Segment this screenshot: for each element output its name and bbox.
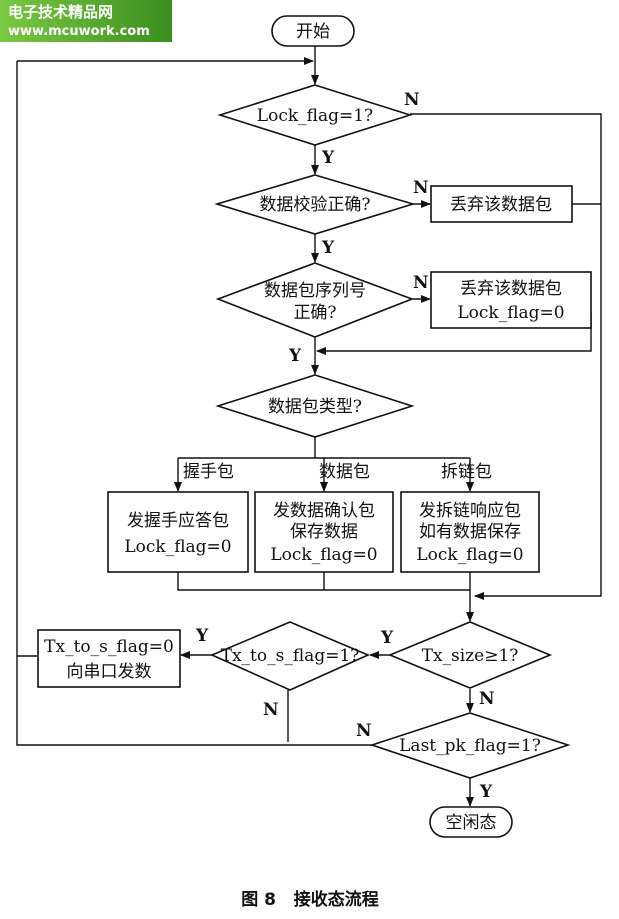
handshake-line2: Lock_flag=0	[124, 537, 231, 557]
serial-send-box: Tx_to_s_flag=0 向串口发数	[37, 629, 181, 688]
figure-caption: 图 8 接收态流程	[241, 889, 379, 910]
data-verify-label: 数据校验正确?	[259, 195, 370, 215]
edge-label-seq-yes: Y	[288, 346, 302, 366]
discard-reset-line2: Lock_flag=0	[457, 303, 564, 323]
serial-send-line2: 向串口发数	[67, 662, 152, 682]
watermark-logo: 电子技术精品网 www.mcuwork.com	[0, 0, 172, 42]
edge-label-lock-no: N	[404, 90, 420, 110]
watermark-line2: www.mcuwork.com	[8, 24, 150, 39]
teardown-line3: Lock_flag=0	[416, 545, 523, 565]
data-packet-line1: 发数据确认包	[273, 501, 375, 521]
edge-label-lastpk-yes: Y	[479, 782, 493, 802]
idle-label: 空闲态	[446, 813, 497, 833]
packet-type-decision: 数据包类型?	[215, 374, 415, 438]
packet-type-label: 数据包类型?	[268, 397, 362, 417]
teardown-line1: 发拆链响应包	[419, 501, 521, 521]
serial-send-line1: Tx_to_s_flag=0	[44, 637, 174, 657]
last-pk-decision: Last_pk_flag=1?	[369, 712, 571, 779]
lock-flag-label: Lock_flag=1?	[257, 106, 373, 126]
edge-label-txsize-no: N	[479, 689, 495, 709]
data-packet-box: 发数据确认包 保存数据 Lock_flag=0	[254, 491, 394, 573]
edge-label-verify-no: N	[413, 178, 429, 198]
last-pk-label: Last_pk_flag=1?	[399, 736, 541, 756]
edge-label-txtos-yes: Y	[195, 626, 209, 646]
discard-reset-box: 丢弃该数据包 Lock_flag=0	[430, 271, 592, 329]
edge-label-txsize-yes: Y	[380, 628, 394, 648]
sequence-check-line1: 数据包序列号	[264, 281, 366, 301]
watermark-line1: 电子技术精品网	[8, 3, 113, 21]
edge-label-verify-yes: Y	[321, 238, 335, 258]
edge-label-lock-yes: Y	[321, 148, 335, 168]
tx-size-decision: Tx_size≥1?	[387, 621, 553, 689]
idle-node: 空闲态	[429, 806, 513, 838]
edge-label-seq-no: N	[413, 273, 429, 293]
start-node: 开始	[271, 15, 355, 47]
edge-label-txtos-no: N	[263, 700, 279, 720]
teardown-box: 发拆链响应包 如有数据保存 Lock_flag=0	[400, 491, 540, 573]
branch-label-teardown: 拆链包	[441, 462, 492, 482]
edge-labels: N Y N Y N Y Y Y N N N Y	[195, 90, 495, 802]
lock-flag-decision: Lock_flag=1?	[217, 84, 413, 146]
tx-to-s-label: Tx_to_s_flag=1?	[221, 646, 360, 666]
discard-packet-box: 丢弃该数据包	[430, 185, 573, 223]
edge-label-lastpk-no: N	[356, 721, 372, 741]
tx-size-label: Tx_size≥1?	[422, 646, 519, 666]
sequence-check-line2: 正确?	[293, 303, 336, 323]
handshake-box: 发握手应答包 Lock_flag=0	[107, 491, 249, 573]
data-verify-decision: 数据校验正确?	[214, 174, 416, 235]
start-label: 开始	[296, 22, 330, 42]
data-packet-line3: Lock_flag=0	[270, 545, 377, 565]
discard-packet-label: 丢弃该数据包	[450, 195, 552, 215]
teardown-line2: 如有数据保存	[419, 522, 521, 542]
sequence-check-decision: 数据包序列号 正确?	[215, 262, 415, 338]
data-packet-line2: 保存数据	[290, 522, 358, 542]
handshake-line1: 发握手应答包	[127, 511, 229, 531]
discard-reset-line1: 丢弃该数据包	[460, 279, 562, 299]
branch-label-data: 数据包	[319, 462, 370, 482]
branch-label-handshake: 握手包	[183, 462, 234, 482]
tx-to-s-decision: Tx_to_s_flag=1?	[209, 621, 371, 691]
